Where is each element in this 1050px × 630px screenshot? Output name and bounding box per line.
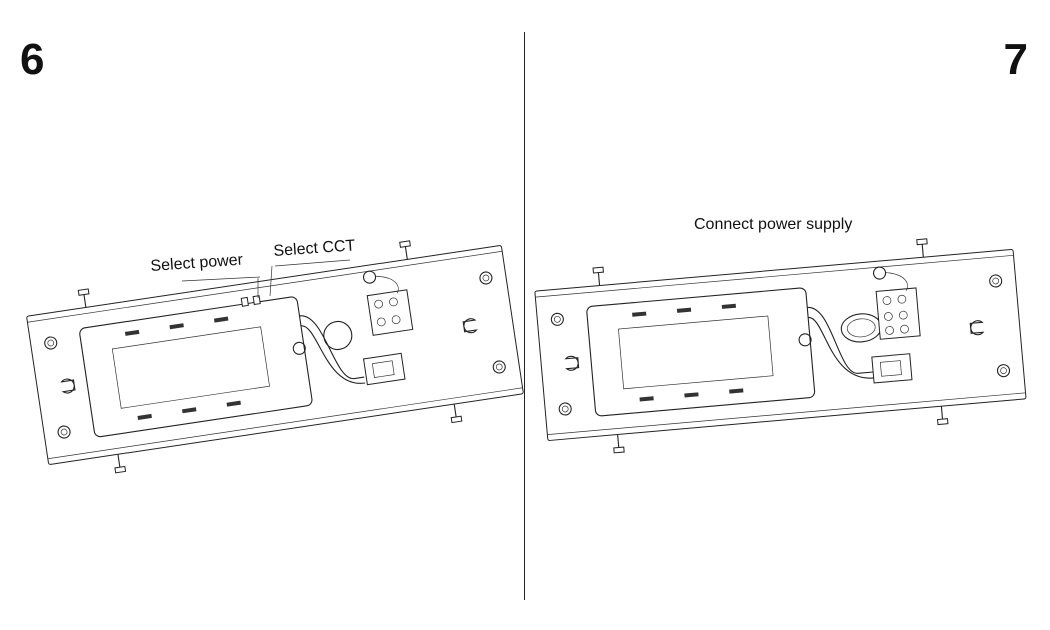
ground-screw [292,341,306,355]
panel-divider [524,32,525,600]
screw-bottom-left [114,454,127,474]
cct-switch [252,295,261,306]
power-switch [240,296,249,307]
step-number-6: 6 [20,35,45,84]
fixture-frame-7 [534,249,1027,441]
keyhole-right-icon [462,318,478,334]
fixture-frame [26,245,524,465]
leader-select-cct [274,259,351,267]
connector-plug-7 [871,353,913,384]
step-number-7: 7 [1003,35,1028,84]
keyhole-left-icon [60,378,76,394]
connector-plug [362,352,406,386]
screw-top-left [77,288,90,308]
callout-connect-power-supply: Connect power supply [694,216,853,233]
screw-top-right [399,240,411,260]
screw-bottom-right [450,403,463,424]
fixture-step-7 [534,238,1027,454]
leader-select-power [181,276,261,282]
driver-window [111,326,270,409]
cable-grommet [323,320,353,351]
terminal-block [366,289,414,336]
terminal-block-7 [875,287,921,340]
fixture-step-6 [26,240,524,474]
